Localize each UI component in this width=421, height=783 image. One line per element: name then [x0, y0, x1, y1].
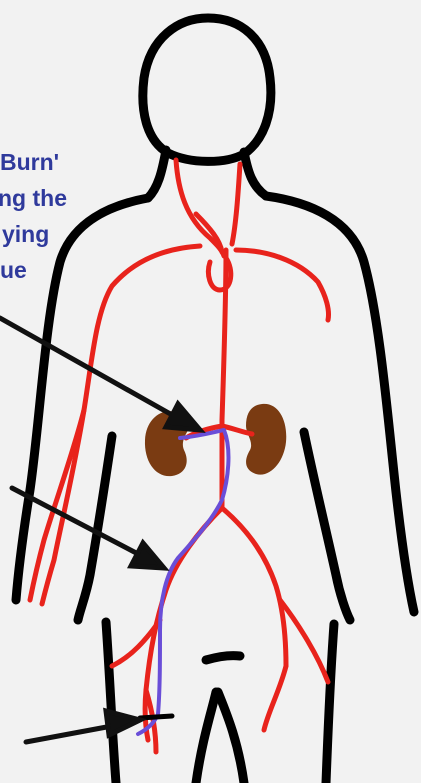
right-leg-outer-outline — [326, 624, 334, 783]
caption-line-4: ue — [0, 257, 27, 283]
groin-puncture-mark — [140, 716, 172, 718]
right-carotid-artery — [232, 164, 240, 244]
body-outline — [16, 18, 414, 783]
arrow-to-kidney-head — [166, 404, 200, 430]
right-kidney — [246, 404, 286, 475]
left-leg-outer-outline — [106, 622, 116, 783]
caption-line-1: Burn' — [0, 149, 59, 175]
left-shoulder-arm-outline — [16, 198, 148, 600]
right-arm-artery — [236, 250, 329, 320]
right-iliac-artery — [222, 508, 286, 666]
arrow-to-artery-head — [131, 543, 164, 568]
head-outline — [143, 18, 271, 161]
right-leg-artery — [264, 666, 286, 730]
arrow-to-groin-head — [106, 711, 140, 735]
right-torso-side-outline — [304, 432, 350, 620]
arrow-to-artery-line — [12, 488, 142, 556]
neck-right-outline — [244, 152, 266, 196]
caption-line-3: ying — [2, 221, 49, 247]
caption-line-2: ng the — [0, 185, 67, 211]
inner-leg-right-outline — [218, 692, 244, 783]
neck-left-outline — [148, 150, 166, 198]
inner-leg-left-outline — [196, 692, 216, 783]
crotch-mark — [206, 656, 240, 660]
arrow-to-groin-line — [26, 726, 112, 742]
kidneys — [145, 404, 286, 476]
